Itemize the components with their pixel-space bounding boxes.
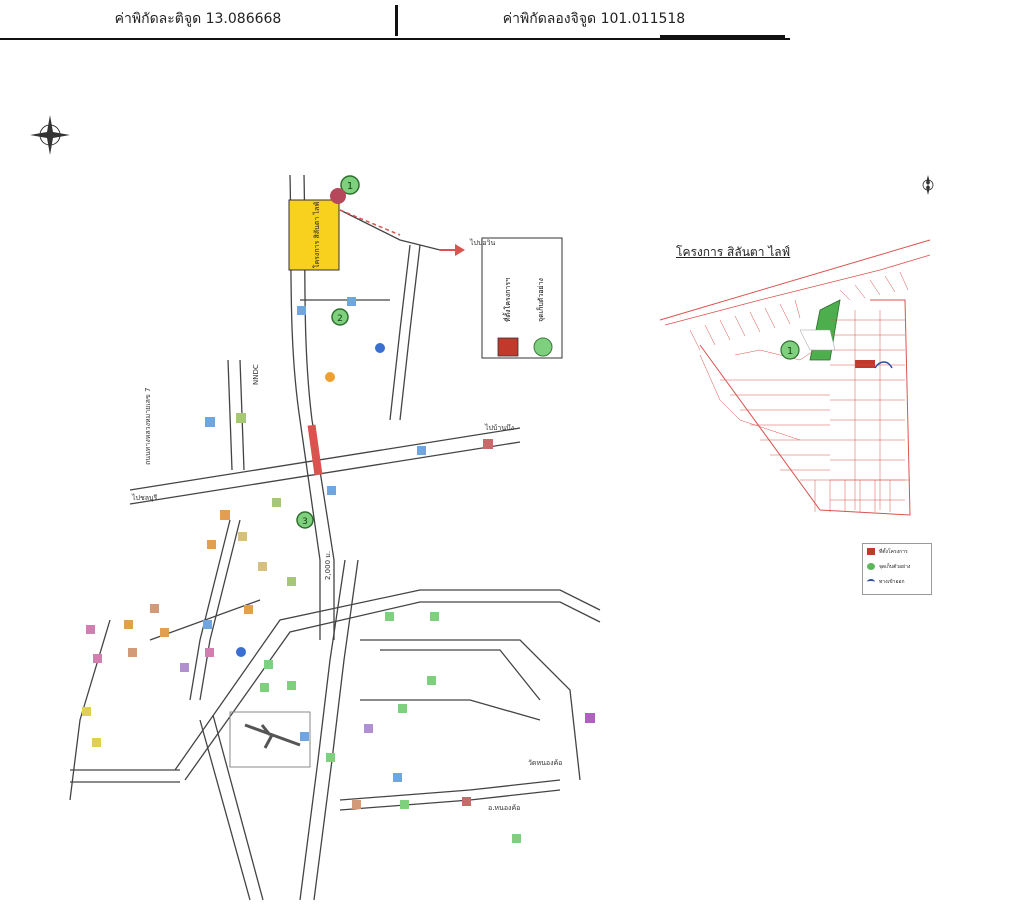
site-plan-legend: ที่ตั้งโครงการ จุดเก็บตัวอย่าง ทางเข้าออ… [862, 543, 932, 595]
coordinate-header: ค่าพิกัดละติจูด 13.086668 ค่าพิกัดลองจิจ… [0, 0, 790, 40]
legend-row-site: ที่ตั้งโครงการ [863, 544, 931, 559]
header-underline [660, 35, 785, 38]
svg-text:3: 3 [302, 517, 308, 527]
site-box-label: โครงการ สิลันตา ไลฟ์ [312, 202, 321, 269]
legend-row-survey: จุดเก็บตัวอย่าง [863, 559, 931, 574]
place-label-chonburi: ไปชลบุรี [131, 493, 157, 502]
legend-swatch-entrance [867, 578, 875, 585]
left-legend-survey: จุดเก็บตัวอย่าง [536, 278, 545, 322]
place-label-bowin: ไปบ่อวิน [469, 238, 496, 247]
place-label-highway: ถนนทางหลวงหมายเลข 7 [144, 388, 152, 465]
compass-rose-icon [30, 115, 70, 155]
longitude-label: ค่าพิกัดลองจิจูด 101.011518 [502, 11, 686, 27]
svg-text:1: 1 [787, 346, 793, 357]
legend-swatch-site [867, 548, 875, 555]
legend-label-survey: จุดเก็บตัวอย่าง [879, 563, 911, 570]
site-plan-title: โครงการ สิลันตา ไลฟ์ [676, 245, 791, 259]
svg-text:1: 1 [347, 181, 353, 192]
place-label-banbueng: ไปบ้านบึง [484, 423, 514, 432]
site-plan [659, 239, 931, 516]
header-divider [395, 5, 398, 36]
legend-label-site: ที่ตั้งโครงการ [879, 548, 908, 555]
legend-row-entrance: ทางเข้าออก [863, 574, 931, 589]
legend-label-entrance: ทางเข้าออก [879, 578, 905, 585]
place-label-distance: 2,000 ม. [324, 551, 332, 580]
svg-text:2: 2 [337, 314, 343, 324]
marker-3: 3 [296, 511, 314, 529]
village-icons [82, 297, 595, 843]
legend-swatch-survey [867, 563, 875, 570]
place-label-nongkho: อ.หนองค้อ [488, 804, 520, 812]
compass-rose-small-icon [922, 175, 934, 195]
location-map: โครงการ สิลันตา ไลฟ์ ที่ตั้งโครงการฯ จุด… [30, 115, 934, 901]
marker-1: 1 [330, 175, 360, 204]
latitude-label: ค่าพิกัดละติจูด 13.086668 [114, 11, 282, 27]
place-label-nndc: NNDC [252, 364, 260, 385]
left-legend-site: ที่ตั้งโครงการฯ [501, 278, 512, 322]
site-marker-1: 1 [780, 340, 800, 360]
marker-2: 2 [331, 308, 349, 326]
place-label-wat: วัดหนองค้อ [528, 759, 562, 767]
